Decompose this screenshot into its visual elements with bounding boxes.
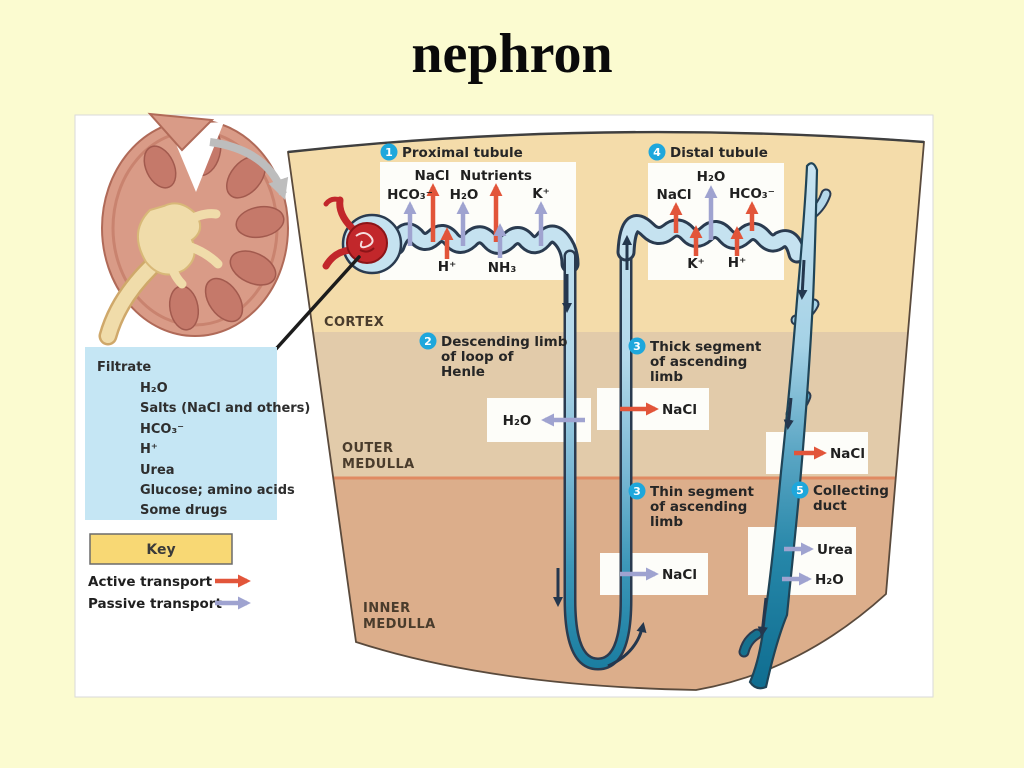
svg-text:3: 3: [633, 340, 641, 353]
svg-text:Proximal tubule: Proximal tubule: [402, 145, 523, 161]
svg-text:limb: limb: [650, 514, 683, 530]
proximal-label-box: [380, 162, 576, 280]
prox-h2o-label: H₂O: [450, 187, 479, 203]
active-transport-label: Active transport: [88, 574, 213, 590]
filtrate-item: Some drugs: [140, 503, 227, 518]
pointer-line: [274, 255, 361, 351]
svg-text:Thick segment: Thick segment: [650, 339, 762, 355]
svg-text:Thin segment: Thin segment: [650, 484, 754, 500]
ureter: [101, 261, 157, 343]
callout-collecting: 5 Collecting duct: [791, 481, 889, 514]
thin-nacl-label: NaCl: [662, 567, 697, 583]
duct-nacl-label: NaCl: [830, 446, 865, 462]
outer-medulla-label-2: MEDULLA: [342, 457, 415, 472]
callout-thick-segment: 3 Thick segment of ascending limb: [628, 337, 762, 385]
callout-distal: 4 Distal tubule: [648, 143, 768, 161]
prox-k-label: K⁺: [532, 186, 550, 202]
filtrate-item: H⁺: [140, 442, 158, 457]
svg-text:Collecting: Collecting: [813, 483, 889, 499]
loop-of-henle: [566, 244, 630, 669]
flow-arrow-duct-lower: [757, 597, 768, 638]
svg-text:2: 2: [424, 335, 432, 348]
svg-text:5: 5: [796, 484, 804, 497]
dist-nacl-label: NaCl: [657, 187, 692, 203]
dist-h-label: H⁺: [728, 255, 746, 271]
callout-descending: 2 Descending limb of loop of Henle: [419, 332, 568, 380]
prox-hco3-label: HCO₃⁻: [387, 187, 433, 203]
svg-text:Henle: Henle: [441, 364, 485, 380]
flow-arrows: [552, 234, 808, 668]
duct-urea-label: Urea: [817, 542, 853, 558]
svg-text:Distal tubule: Distal tubule: [670, 145, 768, 161]
kidney-illustration: [98, 112, 289, 346]
svg-text:duct: duct: [813, 498, 847, 514]
filtrate-item: Salts (NaCl and others): [140, 401, 310, 416]
dist-k-label: K⁺: [687, 256, 705, 272]
svg-text:of ascending: of ascending: [650, 354, 747, 370]
region-labels: CORTEX OUTER MEDULLA INNER MEDULLA: [324, 315, 436, 632]
zoom-arrow: [209, 138, 289, 200]
inner-medulla-label-1: INNER: [363, 601, 411, 616]
callout-circle-5: [791, 481, 809, 499]
slide-title: nephron: [411, 23, 613, 85]
filtrate-item: HCO₃⁻: [140, 422, 184, 437]
distal-tubule: [619, 217, 804, 261]
duct-h2o-label: H₂O: [815, 572, 844, 588]
thick-nacl-label: NaCl: [662, 402, 697, 418]
callout-circle-4: [648, 143, 666, 161]
filtrate-item: H₂O: [140, 381, 168, 396]
svg-text:Descending limb: Descending limb: [441, 334, 568, 350]
inner-medulla-label-2: MEDULLA: [363, 617, 436, 632]
key-box: [89, 533, 233, 565]
filtrate-box: Filtrate H₂O Salts (NaCl and others) HCO…: [85, 347, 310, 520]
svg-text:of loop of: of loop of: [441, 349, 514, 365]
prox-nh3-label: NH₃: [488, 260, 517, 276]
svg-text:of ascending: of ascending: [650, 499, 747, 515]
prox-nutrients-label: Nutrients: [460, 168, 532, 184]
filtrate-title: Filtrate: [97, 360, 151, 375]
cortex-label: CORTEX: [324, 315, 384, 330]
flow-arrow-loop-turn: [607, 622, 647, 668]
descending-h2o-label: H₂O: [503, 413, 532, 429]
glomerulus-capillaries: [346, 222, 388, 264]
filtrate-item: Glucose; amino acids: [140, 483, 295, 498]
prox-h-label: H⁺: [438, 259, 456, 275]
passive-transport-label: Passive transport: [88, 596, 222, 612]
filtrate-item: Urea: [140, 463, 175, 478]
key-legend: Key Active transport Passive transport: [88, 533, 251, 612]
duct-branch-4: [740, 630, 761, 656]
flow-arrow-duct-mid: [783, 397, 794, 431]
outer-medulla-label-1: OUTER: [342, 441, 393, 456]
chem-labels: NaCl Nutrients HCO₃⁻ H₂O K⁺ H⁺ NH₃ H₂O N…: [387, 168, 865, 588]
kidney-wedge-piece: [147, 112, 215, 152]
dist-hco3-label: HCO₃⁻: [729, 186, 775, 202]
callout-circle-3a: [628, 337, 646, 355]
svg-text:4: 4: [653, 146, 661, 159]
flow-arrow-duct-upper: [797, 259, 808, 301]
nephron-tubule: [386, 214, 807, 671]
svg-text:limb: limb: [650, 369, 683, 385]
callout-circle-3b: [628, 482, 646, 500]
proximal-tubule: [389, 225, 577, 271]
callout-thin-segment: 3 Thin segment of ascending limb: [628, 482, 754, 530]
svg-text:1: 1: [385, 146, 393, 159]
transport-arrows: [403, 183, 827, 586]
svg-text:3: 3: [633, 485, 641, 498]
key-title: Key: [146, 542, 175, 558]
callouts: 1 Proximal tubule 2 Descending limb of l…: [380, 143, 889, 530]
callout-proximal: 1 Proximal tubule: [380, 143, 523, 161]
dist-h2o-label: H₂O: [697, 169, 726, 185]
callout-circle-1: [380, 143, 398, 161]
callout-circle-2: [419, 332, 437, 350]
tissue-top-edge: [287, 130, 925, 154]
prox-nacl-label: NaCl: [415, 168, 450, 184]
